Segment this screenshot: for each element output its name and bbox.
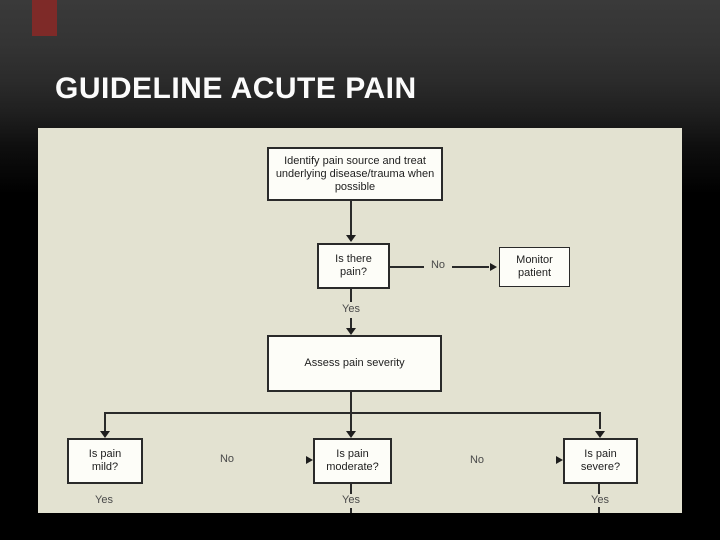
flow-node-identify-pain-source: Identify pain source and treat underlyin… [267,147,443,201]
edge-label-no: No [430,259,446,271]
flow-node-is-pain-moderate: Is pain moderate? [313,438,392,484]
theme-accent-bar [32,0,57,36]
arrowhead-down-icon [346,235,356,242]
arrowhead-down-icon [346,431,356,438]
edge-label-yes: Yes [591,494,609,506]
connector-line [350,289,352,302]
arrowhead-down-icon [100,431,110,438]
connector-line [598,484,600,494]
flow-node-is-there-pain: Is there pain? [317,243,390,289]
flowchart-panel: Identify pain source and treat underlyin… [38,128,682,513]
flow-node-monitor-patient: Monitor patient [499,247,570,287]
connector-line [350,484,352,494]
connector-line [598,507,600,513]
connector-line [452,266,489,268]
edge-label-yes: Yes [95,494,113,506]
edge-label-yes: Yes [342,303,360,315]
arrowhead-right-icon [490,263,497,271]
connector-line [104,412,106,432]
arrowhead-right-icon [556,456,563,464]
arrowhead-down-icon [595,431,605,438]
connector-line [350,508,352,513]
connector-line [599,412,601,429]
connector-line [390,266,424,268]
arrowhead-right-icon [306,456,313,464]
connector-line [350,318,352,329]
edge-label-yes: Yes [342,494,360,506]
edge-label-no: No [219,453,235,465]
connector-line [350,201,352,235]
edge-label-no: No [469,454,485,466]
branch-line [104,412,601,414]
arrowhead-down-icon [346,328,356,335]
flow-node-assess-pain-severity: Assess pain severity [267,335,442,392]
flow-node-is-pain-mild: Is pain mild? [67,438,143,484]
slide-title: GUIDELINE ACUTE PAIN [55,72,417,105]
flow-node-is-pain-severe: Is pain severe? [563,438,638,484]
